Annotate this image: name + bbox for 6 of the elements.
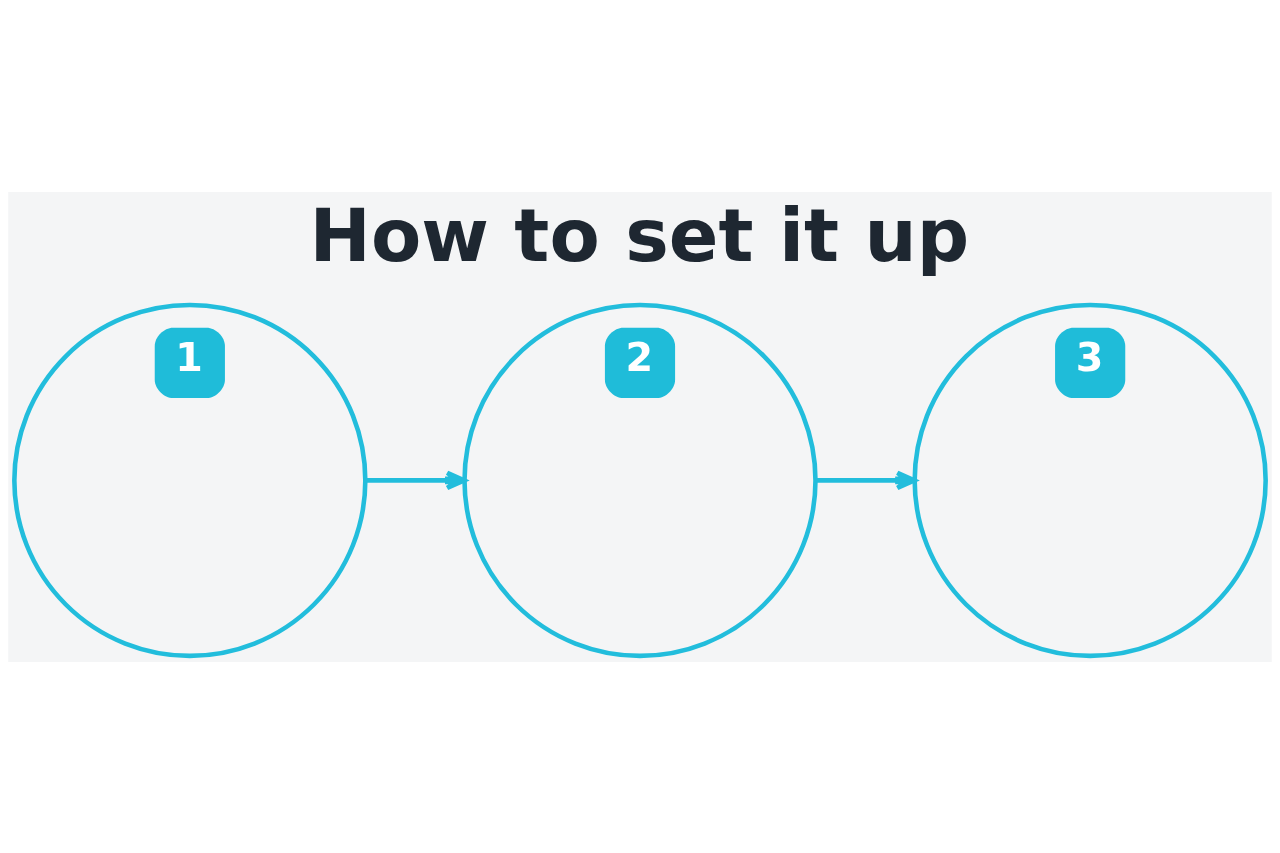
diagram-title: How to set it up <box>309 192 970 278</box>
node-circle: 3 <box>912 302 1268 658</box>
arrow <box>815 470 917 490</box>
node-circle: 2 <box>462 302 818 658</box>
arrow <box>365 470 467 490</box>
node-circle: 1 <box>12 302 368 658</box>
